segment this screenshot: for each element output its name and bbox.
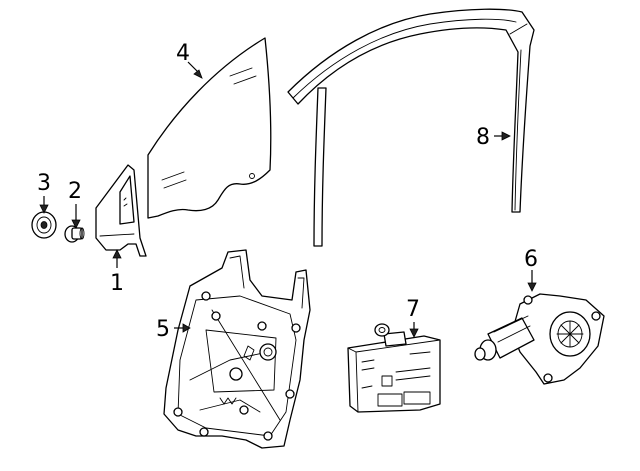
corner-glass-icon <box>95 164 147 257</box>
callout-3: 3 <box>37 171 51 196</box>
window-regulator-icon <box>163 249 311 449</box>
callout-leader-4 <box>187 61 199 73</box>
callout-labels: 1 2 3 4 5 6 7 8 <box>37 41 538 342</box>
regulator-motor-icon <box>474 293 605 385</box>
control-module-icon <box>347 323 441 413</box>
door-glass-icon <box>147 37 272 219</box>
callout-arrows <box>39 61 537 338</box>
clip-icon <box>64 225 85 243</box>
callout-6: 6 <box>524 247 538 272</box>
callout-1: 1 <box>110 271 124 296</box>
grommet-icon <box>31 211 57 239</box>
callout-2: 2 <box>68 179 82 204</box>
callout-7: 7 <box>406 297 420 322</box>
callout-4: 4 <box>176 41 190 66</box>
callout-5: 5 <box>156 317 170 342</box>
run-channel-icon <box>287 8 535 247</box>
callout-8: 8 <box>476 125 490 150</box>
